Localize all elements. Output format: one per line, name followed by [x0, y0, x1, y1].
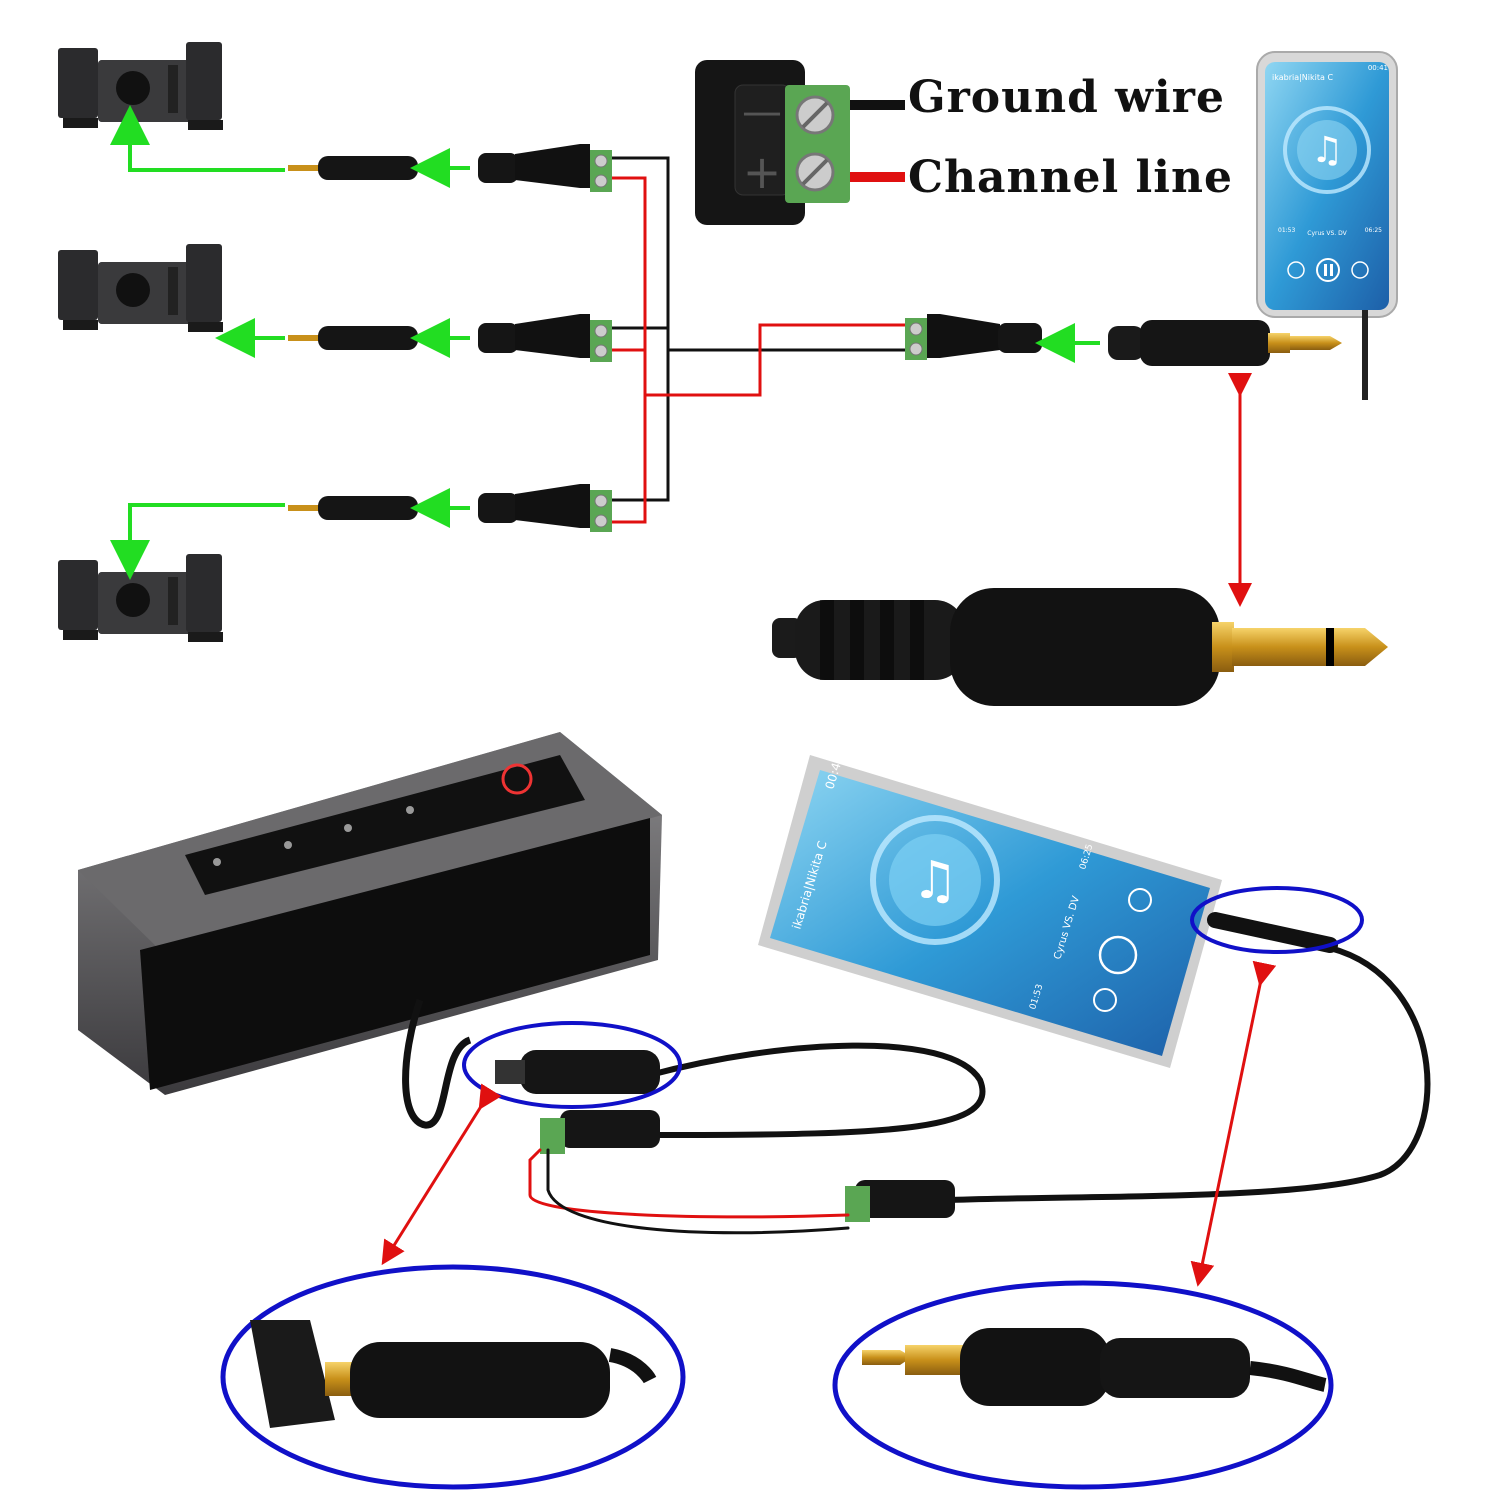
- power-icon: [501, 763, 533, 795]
- next-icon: [1128, 888, 1152, 912]
- ground-wire: [612, 156, 912, 502]
- phone-status-time: 00:41: [1368, 64, 1388, 72]
- speaker-set: [58, 554, 223, 642]
- speaker-grille: [140, 818, 650, 1090]
- cable-row: [288, 314, 612, 362]
- cable-row: [288, 144, 612, 192]
- highlight-ellipse-plug: [1190, 886, 1364, 954]
- input-adapter: [905, 314, 1042, 360]
- phone-app-header: ikabria|Nikita C: [1272, 73, 1333, 82]
- legend-connector: — +: [695, 60, 905, 225]
- terminal-block: [540, 1118, 565, 1154]
- highlight-ellipse-jack: [462, 1021, 682, 1109]
- plug-closeup: [832, 1280, 1334, 1490]
- signal-arrow: [110, 105, 285, 172]
- smartphone-top: ikabria|Nikita C 00:41 ♫ Cyrus VS. DV 01…: [1256, 51, 1398, 400]
- phone-call-icon: [406, 806, 414, 814]
- callout-arrow: [381, 1083, 502, 1266]
- ground-wire-label: Ground wire: [908, 72, 1225, 123]
- phone-track-title: Cyrus VS. DV: [1307, 230, 1347, 237]
- next-icon: [1351, 261, 1369, 279]
- control-panel: [185, 755, 585, 895]
- audio-plug-small: [1108, 320, 1342, 366]
- cable-row: [288, 484, 612, 532]
- terminal-block: [845, 1186, 870, 1222]
- pause-icon: [1098, 935, 1138, 975]
- minus-symbol: —: [742, 89, 782, 135]
- music-note-icon: ♫: [1311, 130, 1343, 171]
- music-note-icon: ♫: [912, 851, 959, 911]
- jack-closeup: [220, 1264, 686, 1490]
- channel-wire: [612, 176, 912, 524]
- volume-down-icon: [284, 841, 292, 849]
- prev-icon: [1093, 988, 1117, 1012]
- speaker-set: [58, 42, 223, 130]
- callout-arrow: [1190, 960, 1277, 1287]
- prev-icon: [1287, 261, 1305, 279]
- pause-icon: [1316, 258, 1340, 282]
- phone-time-elapsed: 01:53: [1278, 227, 1295, 234]
- ground-wire-swatch: [850, 100, 905, 110]
- bluetooth-icon: [213, 858, 221, 866]
- plus-symbol: +: [743, 145, 782, 199]
- audio-plug-closeup: [772, 588, 1388, 706]
- signal-arrows: [110, 105, 1100, 580]
- phone-time-total: 06:25: [1365, 227, 1382, 234]
- signal-arrow: [110, 503, 285, 580]
- channel-wire-swatch: [850, 172, 905, 182]
- volume-up-icon: [344, 824, 352, 832]
- channel-line-label: Channel line: [908, 152, 1233, 203]
- speaker-set: [58, 244, 223, 332]
- wire-bus: [612, 156, 912, 524]
- cable-assembly: [495, 945, 1431, 1235]
- bluetooth-speaker: [78, 732, 662, 1129]
- smartphone-bottom: ♫ ikabria|Nikita C 00:41 Cyrus VS. DV 01…: [758, 754, 1338, 1068]
